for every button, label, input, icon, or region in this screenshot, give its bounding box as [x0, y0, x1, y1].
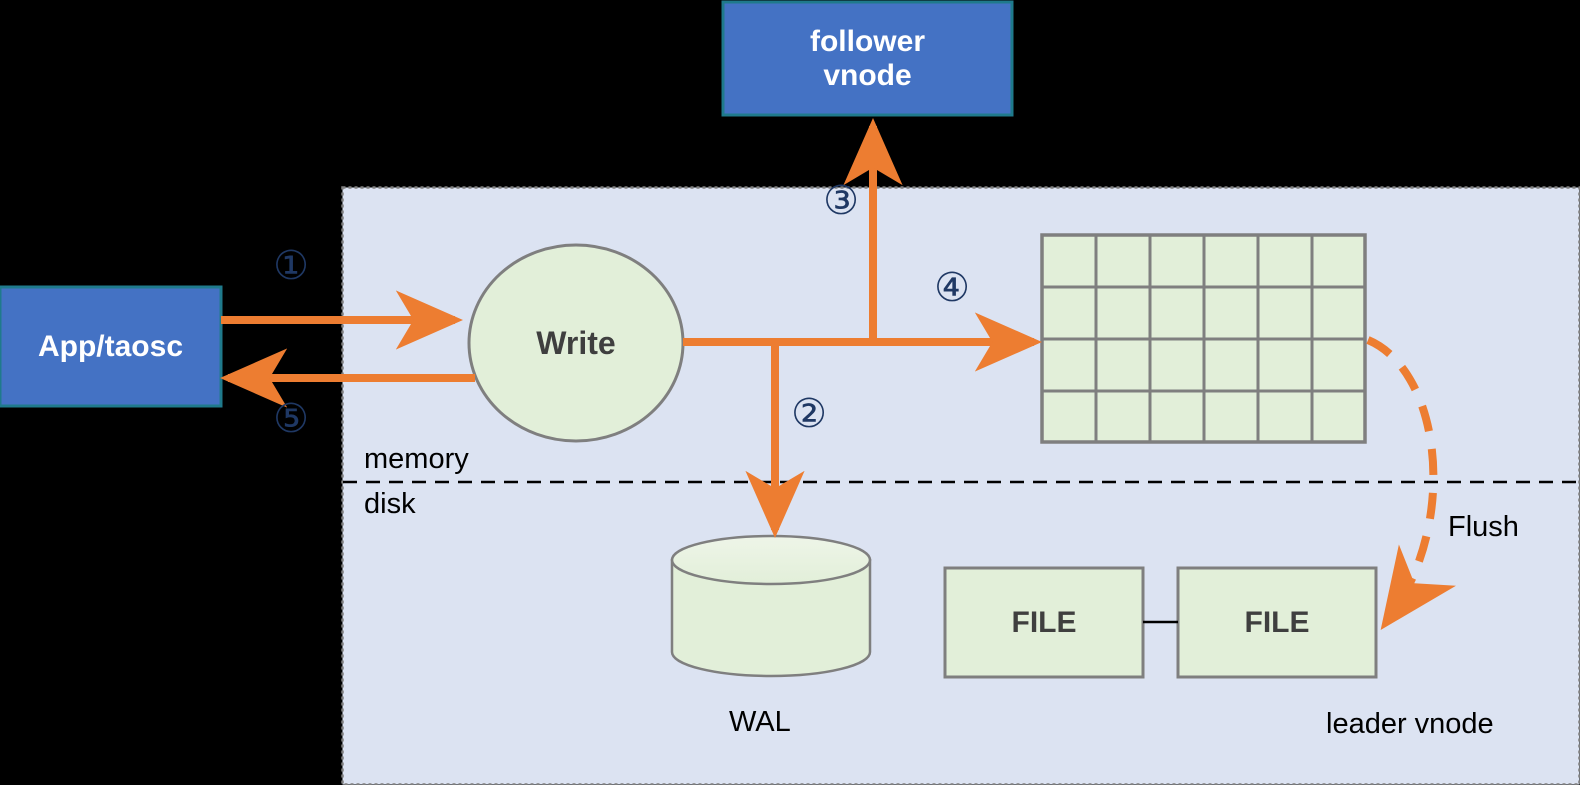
file-box-left[interactable] — [943, 566, 1145, 679]
leader-vnode-label: leader vnode — [1326, 708, 1494, 740]
step-number-3: ③ — [823, 178, 859, 224]
wal-caption-label: WAL — [729, 706, 791, 738]
follower-vnode-box[interactable] — [721, 0, 1014, 117]
memtable-grid — [1040, 233, 1367, 444]
step-number-5: ⑤ — [273, 396, 309, 442]
step-number-1: ① — [273, 243, 309, 289]
step-number-4: ④ — [934, 265, 970, 311]
arrow-flush-curve — [1366, 336, 1456, 630]
memory-label: memory — [364, 443, 469, 475]
write-ellipse[interactable] — [467, 243, 685, 443]
step-number-2: ② — [791, 391, 827, 437]
app-taosc-box[interactable] — [0, 285, 223, 408]
wal-cylinder — [670, 534, 872, 678]
disk-label: disk — [364, 488, 416, 520]
file-box-right[interactable] — [1176, 566, 1378, 679]
flush-label: Flush — [1448, 511, 1519, 543]
